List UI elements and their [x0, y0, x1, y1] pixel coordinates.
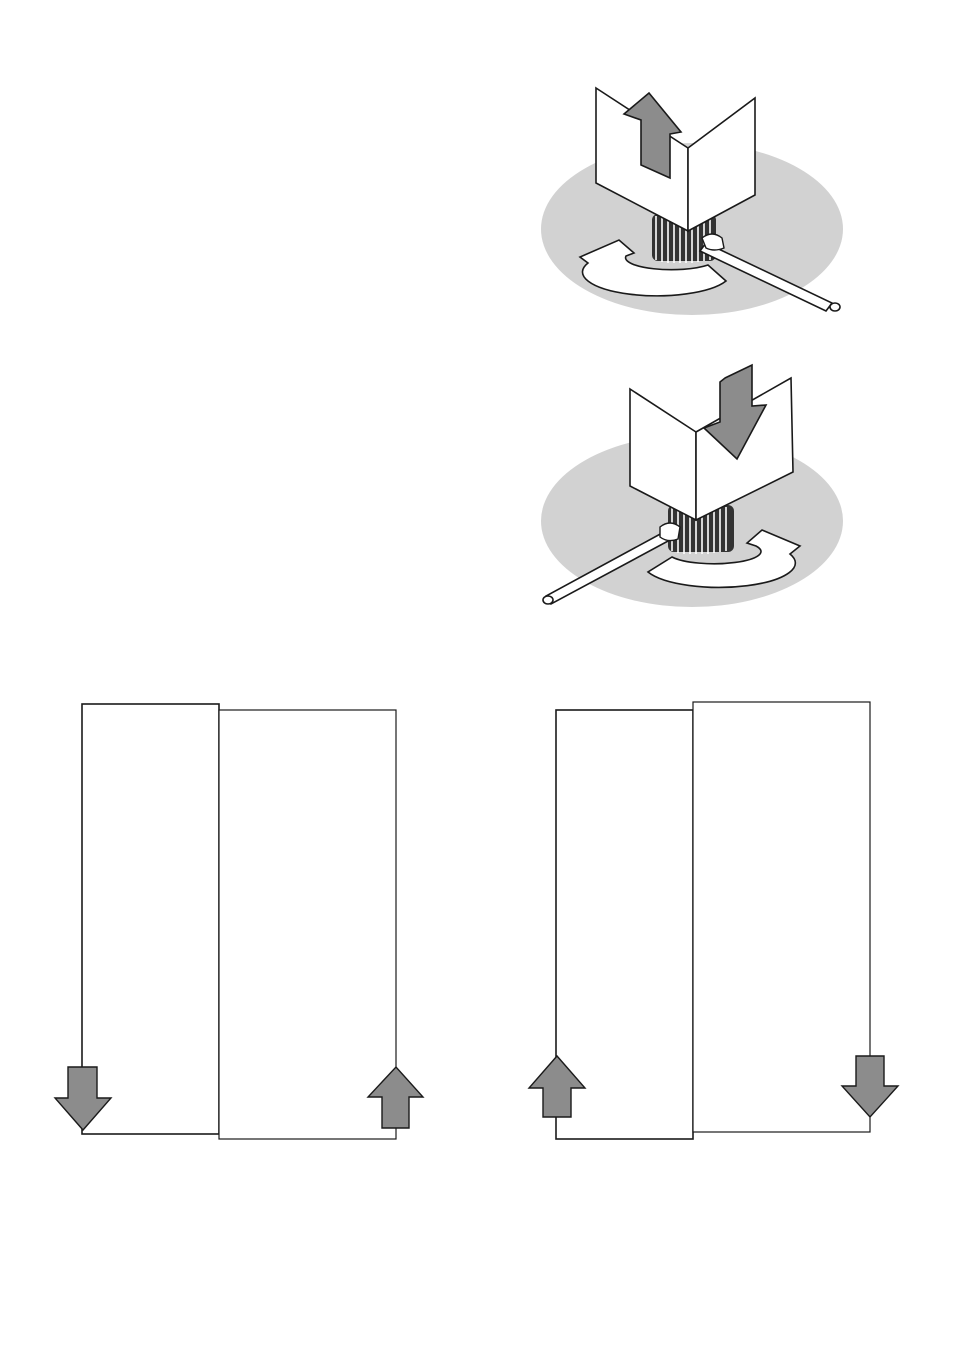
panel-pair-left: [55, 704, 423, 1139]
figure-raise: [541, 88, 843, 315]
panel-left: [82, 704, 219, 1134]
panel-left: [556, 710, 693, 1139]
panel-pair-right: [529, 702, 898, 1139]
panel-right: [693, 702, 870, 1132]
panel-right: [219, 710, 396, 1139]
figure-lower: [541, 365, 843, 607]
